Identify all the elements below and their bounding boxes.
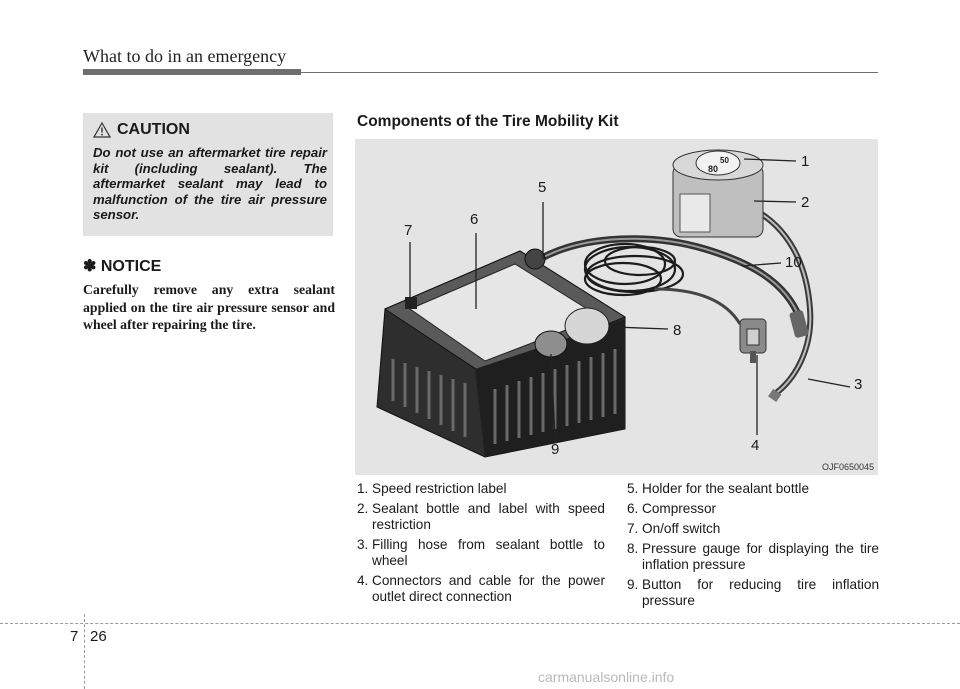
list-item-text: On/off switch bbox=[642, 521, 721, 536]
list-item-number: 5. bbox=[627, 481, 639, 496]
bottle-label-80: 80 bbox=[708, 164, 718, 174]
notice-text: Carefully remove any extra sealant appli… bbox=[83, 282, 335, 332]
list-item: 8.Pressure gauge for displaying the tire… bbox=[627, 541, 879, 573]
list-item: 2.Sealant bottle and label with speed re… bbox=[357, 501, 605, 533]
kit-illustration: 80 50 bbox=[376, 149, 874, 472]
sealant-bottle: 80 50 bbox=[672, 149, 764, 238]
power-cable-coil bbox=[583, 242, 685, 297]
callout-5: 5 bbox=[538, 179, 546, 196]
list-item-text: Pressure gauge for displaying the tire i… bbox=[642, 541, 879, 572]
header-bar bbox=[83, 69, 301, 75]
components-list-right: 5.Holder for the sealant bottle 6.Compre… bbox=[627, 481, 879, 613]
callout-3: 3 bbox=[854, 376, 862, 393]
list-item-number: 2. bbox=[357, 501, 369, 516]
components-title: Components of the Tire Mobility Kit bbox=[357, 113, 619, 130]
callout-4: 4 bbox=[751, 437, 759, 454]
header-rule bbox=[301, 72, 878, 73]
list-item-number: 4. bbox=[357, 573, 369, 588]
list-item: 7.On/off switch bbox=[627, 521, 879, 537]
list-item-number: 9. bbox=[627, 577, 639, 592]
list-item-text: Connectors and cable for the power outle… bbox=[372, 573, 605, 604]
list-item: 4.Connectors and cable for the power out… bbox=[357, 573, 605, 605]
callout-lines bbox=[409, 158, 851, 440]
list-item-text: Compressor bbox=[642, 501, 717, 516]
list-item-text: Speed restriction label bbox=[372, 481, 507, 496]
components-list-left: 1.Speed restriction label 2.Sealant bott… bbox=[357, 481, 605, 609]
caution-box: CAUTION Do not use an aftermarket tire r… bbox=[83, 113, 333, 236]
caution-heading: CAUTION bbox=[93, 121, 190, 139]
callout-8: 8 bbox=[673, 322, 681, 339]
power-connector bbox=[739, 318, 767, 363]
list-item: 6.Compressor bbox=[627, 501, 879, 517]
footer-rule bbox=[0, 623, 960, 624]
list-item-number: 1. bbox=[357, 481, 369, 496]
callout-9: 9 bbox=[551, 441, 559, 458]
list-item-text: Button for reducing tire inflation press… bbox=[642, 577, 879, 608]
watermark: carmanualsonline.info bbox=[538, 669, 675, 685]
figure-code: OJF0650045 bbox=[822, 462, 874, 472]
list-item-number: 7. bbox=[627, 521, 639, 536]
caution-text: Do not use an aftermarket tire repair ki… bbox=[93, 145, 327, 222]
caution-title: CAUTION bbox=[117, 121, 190, 138]
list-item: 9.Button for reducing tire inflation pre… bbox=[627, 577, 879, 609]
callout-1: 1 bbox=[801, 153, 809, 170]
section-header: What to do in an emergency bbox=[83, 46, 287, 66]
tire-mobility-kit-figure: 80 50 bbox=[355, 139, 878, 475]
page-number: 26 bbox=[90, 628, 107, 645]
compressor-body bbox=[376, 248, 627, 458]
callout-7: 7 bbox=[404, 222, 412, 239]
pressure-release-button bbox=[534, 330, 568, 358]
list-item: 1.Speed restriction label bbox=[357, 481, 605, 497]
callout-6: 6 bbox=[470, 211, 478, 228]
list-item-text: Holder for the sealant bottle bbox=[642, 481, 810, 496]
footer-divider bbox=[84, 614, 85, 689]
list-item-number: 6. bbox=[627, 501, 639, 516]
list-item-text: Filling hose from sealant bottle to whee… bbox=[372, 537, 605, 568]
callout-10: 10 bbox=[785, 254, 802, 271]
notice-title: ✽ NOTICE bbox=[83, 258, 162, 275]
callout-2: 2 bbox=[801, 194, 809, 211]
list-item: 5.Holder for the sealant bottle bbox=[627, 481, 879, 497]
bottle-label-50: 50 bbox=[720, 156, 729, 165]
list-item: 3.Filling hose from sealant bottle to wh… bbox=[357, 537, 605, 569]
warning-triangle-icon bbox=[93, 122, 111, 138]
list-item-number: 3. bbox=[357, 537, 369, 552]
list-item-number: 8. bbox=[627, 541, 639, 556]
chapter-number: 7 bbox=[70, 628, 79, 645]
list-item-text: Sealant bottle and label with speed rest… bbox=[372, 501, 605, 532]
pressure-gauge bbox=[564, 307, 610, 345]
